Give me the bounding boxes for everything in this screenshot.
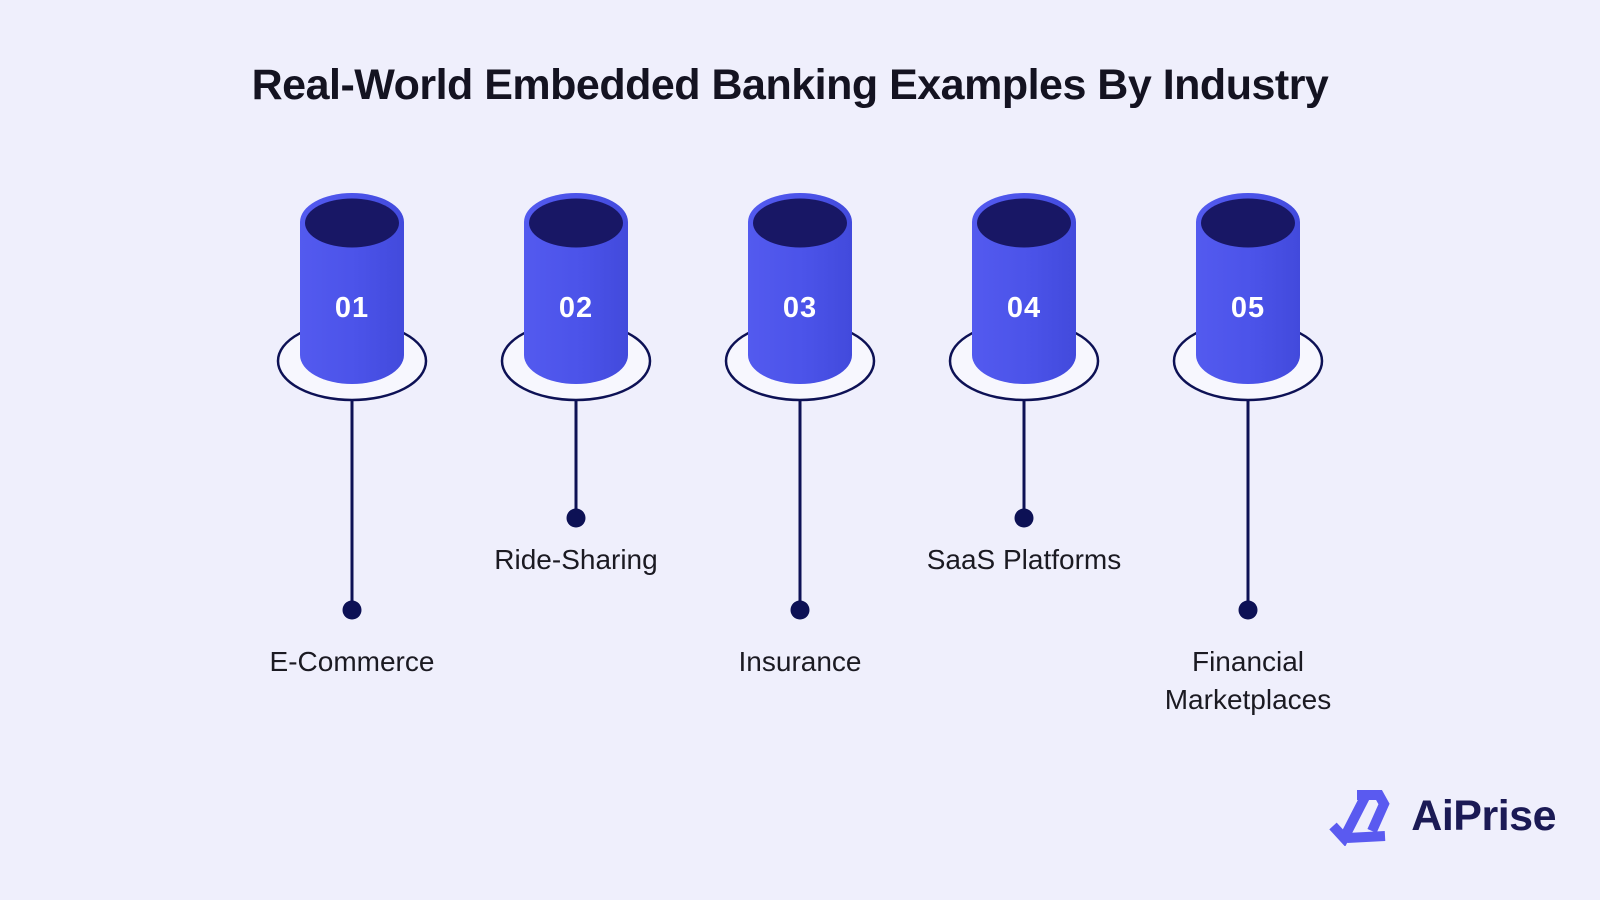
- step-column: 04 SaaS Platforms: [912, 180, 1136, 760]
- connector-dot: [790, 600, 810, 620]
- connector-dot: [1238, 600, 1258, 620]
- brand-logo: AiPrise: [1327, 786, 1556, 846]
- cylinder-top: [977, 198, 1071, 248]
- cylinder-graphic: [948, 193, 1100, 528]
- step-number: 04: [1006, 292, 1042, 324]
- cylinder-top: [529, 198, 623, 248]
- step-label: Insurance: [738, 646, 862, 677]
- connector-dot: [566, 508, 586, 528]
- step-label: E-Commerce: [269, 646, 435, 677]
- logo-stroke-right: [1357, 790, 1390, 834]
- brand-name: AiPrise: [1411, 791, 1556, 840]
- logo-stroke-check: [1329, 794, 1370, 846]
- step-label: Ride-Sharing: [494, 544, 658, 575]
- connector-dot: [342, 600, 362, 620]
- page-title: Real-World Embedded Banking Examples By …: [251, 61, 1329, 109]
- cylinder-top: [305, 198, 399, 248]
- cylinder-top: [1201, 198, 1295, 248]
- cylinder-top: [753, 198, 847, 248]
- step-number: 02: [558, 292, 594, 324]
- step-number: 05: [1230, 292, 1266, 324]
- step-column: 01 E-Commerce: [240, 180, 464, 760]
- step-number: 01: [334, 292, 370, 324]
- cylinder-graphic: [276, 193, 428, 620]
- cylinder-graphic: [500, 193, 652, 528]
- step-column: 05 Financial Marketplaces: [1136, 180, 1360, 760]
- cylinder-graphic: [724, 193, 876, 620]
- step-column: 03 Insurance: [688, 180, 912, 760]
- step-label: SaaS Platforms: [926, 544, 1122, 575]
- connector-dot: [1014, 508, 1034, 528]
- step-column: 02 Ride-Sharing: [464, 180, 688, 760]
- aiprise-logo-icon: [1329, 790, 1390, 846]
- step-number: 03: [782, 292, 818, 324]
- logo-stroke-bottom: [1347, 831, 1386, 843]
- step-label: Financial Marketplaces: [1164, 646, 1332, 715]
- cylinder-graphic: [1172, 193, 1324, 620]
